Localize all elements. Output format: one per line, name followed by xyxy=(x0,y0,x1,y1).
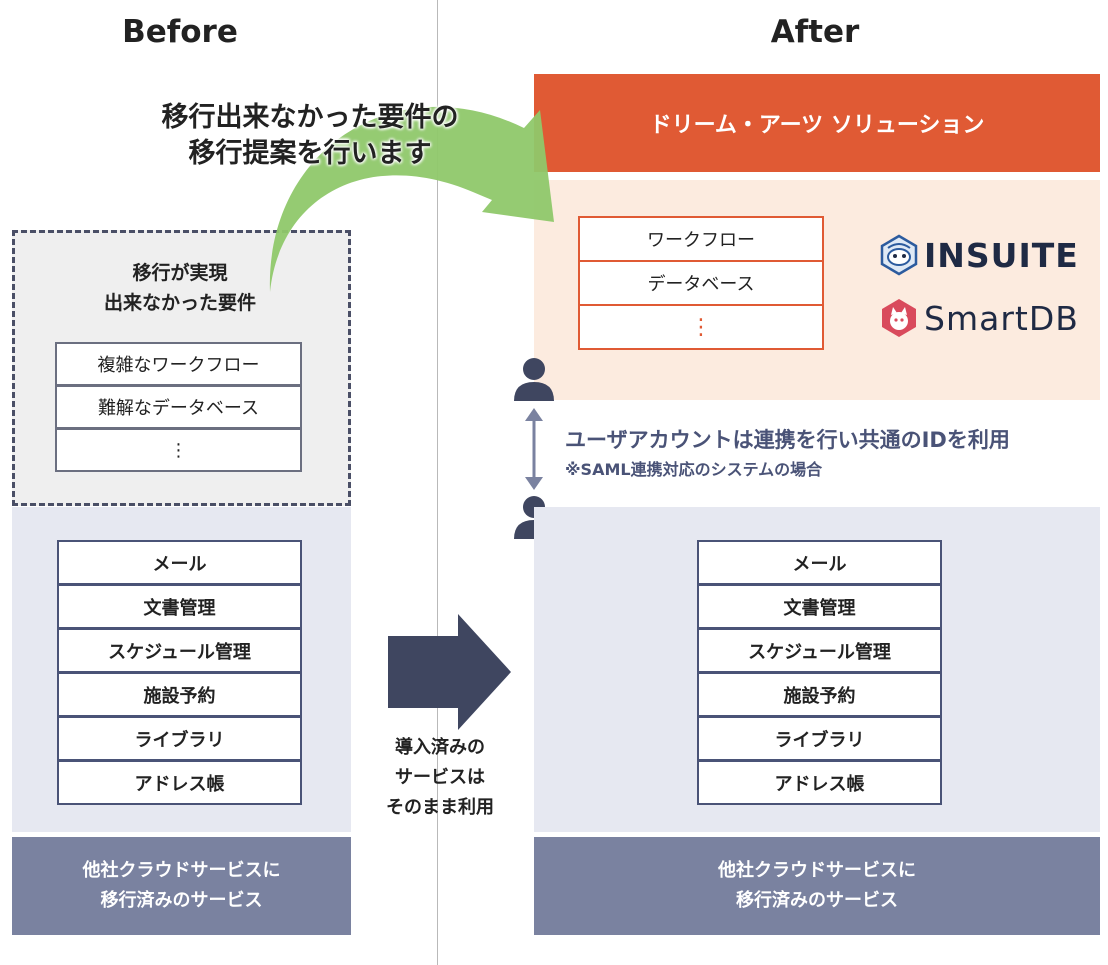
smartdb-logo-text: SmartDB xyxy=(924,298,1079,338)
before-footer-line1: 他社クラウドサービスに xyxy=(82,860,281,881)
solution-item-database: データベース xyxy=(578,260,824,306)
solution-banner: ドリーム・アーツ ソリューション xyxy=(534,74,1100,172)
unmet-item-database: 難解なデータベース xyxy=(55,385,302,429)
before-service-addressbook: アドレス帳 xyxy=(57,760,302,805)
continue-label-line1: 導入済みの xyxy=(395,737,485,758)
after-service-library: ライブラリ xyxy=(697,716,942,761)
after-service-addressbook: アドレス帳 xyxy=(697,760,942,805)
continue-label: 導入済みの サービスは そのまま利用 xyxy=(365,733,515,823)
after-service-documents: 文書管理 xyxy=(697,584,942,629)
continue-label-line3: そのまま利用 xyxy=(386,797,494,818)
proposal-text-line1: 移行出来なかった要件の xyxy=(161,102,459,133)
proposal-text-line2: 移行提案を行います xyxy=(188,138,432,169)
unmet-item-workflow: 複雑なワークフロー xyxy=(55,342,302,386)
unmet-title-line2: 出来なかった要件 xyxy=(103,292,256,314)
before-footer-line2: 移行済みのサービス xyxy=(100,890,263,911)
proposal-text: 移行出来なかった要件の 移行提案を行います xyxy=(120,100,500,172)
after-footer-line2: 移行済みのサービス xyxy=(736,890,898,911)
unmet-title: 移行が実現 出来なかった要件 xyxy=(40,258,320,318)
solution-item-more: ⋮ xyxy=(578,304,824,350)
continue-arrow-icon xyxy=(388,614,511,730)
before-heading: Before xyxy=(122,14,238,50)
after-heading: After xyxy=(770,14,860,50)
before-service-documents: 文書管理 xyxy=(57,584,302,629)
unmet-title-line1: 移行が実現 xyxy=(132,262,228,284)
smartdb-logo: SmartDB xyxy=(878,297,1079,339)
continue-label-line2: サービスは xyxy=(395,767,485,788)
smartdb-logo-icon xyxy=(882,299,916,337)
insuite-logo-icon xyxy=(880,234,918,276)
after-footer-line1: 他社クラウドサービスに xyxy=(718,860,916,881)
insuite-logo-text: INSUITE xyxy=(924,235,1079,275)
double-arrow-icon xyxy=(525,408,543,490)
center-divider xyxy=(437,0,438,965)
unmet-item-more: ⋮ xyxy=(55,428,302,472)
insuite-logo: INSUITE xyxy=(878,234,1079,276)
migration-arrow-icon xyxy=(269,106,554,292)
before-service-schedule: スケジュール管理 xyxy=(57,628,302,673)
before-service-library: ライブラリ xyxy=(57,716,302,761)
user-icon-top xyxy=(514,358,554,401)
before-service-mail: メール xyxy=(57,540,302,585)
sso-note-text: ※SAML連携対応のシステムの場合 xyxy=(565,460,823,479)
after-service-facility: 施設予約 xyxy=(697,672,942,717)
solution-item-workflow: ワークフロー xyxy=(578,216,824,262)
after-service-schedule: スケジュール管理 xyxy=(697,628,942,673)
after-footer: 他社クラウドサービスに 移行済みのサービス xyxy=(534,837,1100,935)
after-service-mail: メール xyxy=(697,540,942,585)
before-footer: 他社クラウドサービスに 移行済みのサービス xyxy=(12,837,351,935)
before-service-facility: 施設予約 xyxy=(57,672,302,717)
sso-main-text: ユーザアカウントは連携を行い共通のIDを利用 xyxy=(565,428,1010,452)
solution-banner-label: ドリーム・アーツ ソリューション xyxy=(649,113,985,138)
